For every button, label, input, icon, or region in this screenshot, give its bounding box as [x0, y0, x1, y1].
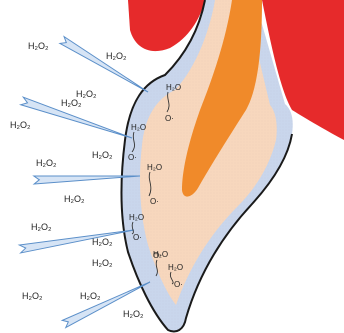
h2o2-label: H₂O₂ — [106, 51, 127, 61]
water-label: H₂O — [147, 163, 162, 172]
radical-label: O· — [165, 114, 174, 123]
h2o2-label: H₂O₂ — [64, 194, 85, 204]
radical-label: O· — [174, 280, 183, 289]
h2o2-label: H₂O₂ — [36, 158, 57, 168]
h2o2-label: H₂O₂ — [80, 291, 101, 301]
water-label: H₂O — [129, 213, 144, 222]
peroxide-arrow — [62, 282, 150, 328]
radical-label: O· — [128, 153, 137, 162]
h2o2-label: H₂O₂ — [10, 120, 31, 130]
radical-label: O· — [133, 233, 142, 242]
radical-label: O· — [150, 197, 159, 206]
water-label: H₂O — [131, 123, 146, 132]
h2o2-label: H₂O₂ — [61, 98, 82, 108]
h2o2-label: H₂O₂ — [92, 237, 113, 247]
h2o2-label: H₂O₂ — [31, 222, 52, 232]
water-label: H₂O — [168, 263, 183, 272]
water-label: H₂O — [166, 83, 181, 92]
radical-label: O· — [153, 251, 162, 260]
h2o2-label: H₂O₂ — [22, 291, 43, 301]
h2o2-label: H₂O₂ — [123, 309, 144, 319]
h2o2-label: H₂O₂ — [92, 150, 113, 160]
peroxide-arrow — [60, 37, 148, 92]
peroxide-arrow — [19, 230, 134, 253]
h2o2-label: H₂O₂ — [28, 41, 49, 51]
h2o2-label: H₂O₂ — [92, 258, 113, 268]
